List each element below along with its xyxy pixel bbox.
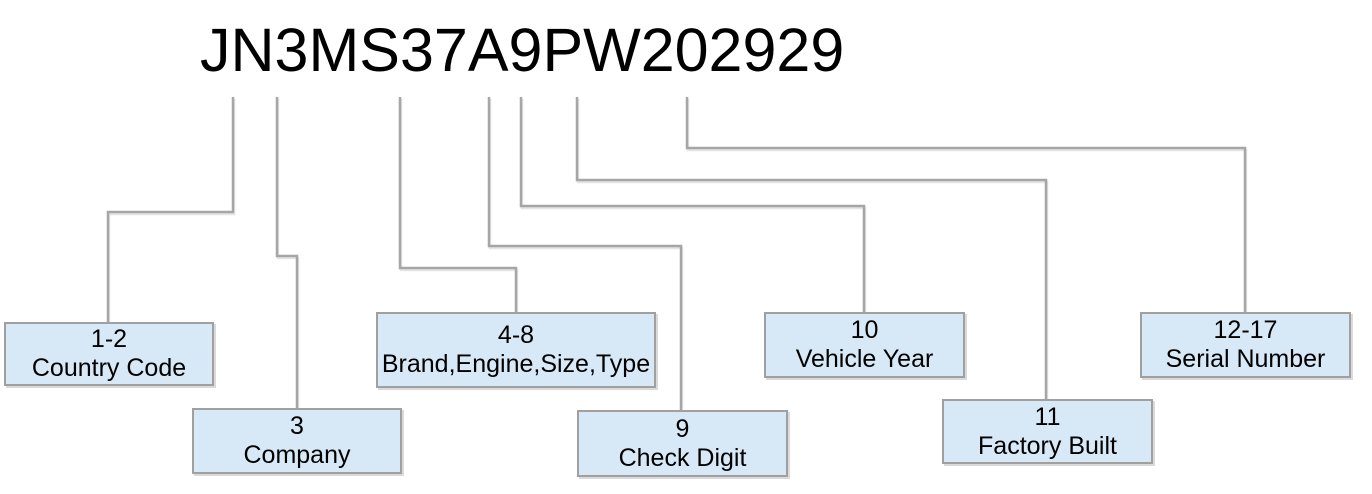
connector-country-code [106, 97, 235, 322]
box-company-label: Company [243, 441, 351, 469]
box-brand-engine-size-type: 4-8 Brand,Engine,Size,Type [376, 312, 656, 388]
box-company: 3 Company [192, 408, 402, 474]
connector-vehicle-year [519, 97, 866, 312]
connector-brand-engine [398, 97, 518, 312]
box-brand-engine-size-type-range: 4-8 [497, 321, 535, 349]
box-factory-built: 11 Factory Built [942, 399, 1153, 464]
connector-company [275, 97, 299, 408]
vin-number: JN3MS37A9PW202929 [200, 16, 845, 84]
box-vehicle-year-range: 10 [850, 316, 879, 344]
box-country-code: 1-2 Country Code [4, 322, 214, 386]
box-company-range: 3 [290, 412, 304, 440]
box-factory-built-label: Factory Built [978, 431, 1117, 460]
box-vehicle-year-label: Vehicle Year [795, 345, 934, 373]
box-serial-number: 12-17 Serial Number [1140, 312, 1351, 378]
box-country-code-range: 1-2 [90, 325, 128, 353]
connector-check-digit [487, 97, 683, 410]
box-check-digit: 9 Check Digit [577, 410, 788, 477]
box-vehicle-year: 10 Vehicle Year [764, 312, 965, 378]
box-country-code-label: Country Code [31, 354, 187, 382]
connector-serial-number [685, 97, 1247, 312]
box-serial-number-range: 12-17 [1213, 316, 1278, 344]
connector-factory-built [575, 97, 1048, 399]
box-brand-engine-size-type-label: Brand,Engine,Size,Type [381, 350, 651, 378]
box-serial-number-label: Serial Number [1165, 345, 1326, 373]
box-check-digit-range: 9 [675, 414, 690, 443]
box-factory-built-range: 11 [1034, 402, 1061, 431]
box-check-digit-label: Check Digit [618, 443, 747, 472]
